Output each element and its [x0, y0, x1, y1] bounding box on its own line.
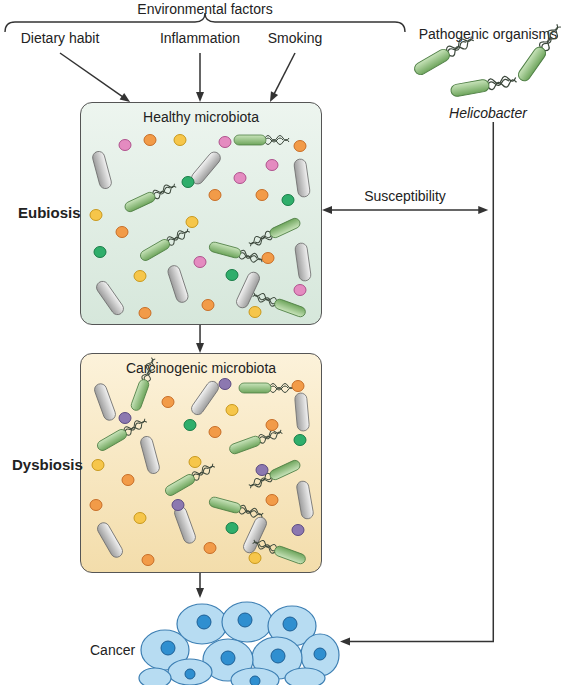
cell [203, 639, 253, 681]
flagellated-bacterium [450, 74, 517, 97]
nucleus [185, 669, 195, 679]
cell [231, 668, 279, 685]
factor-node: Smoking [260, 30, 330, 50]
pathogen-group: Pathogenic organismsHelicobacter [400, 22, 576, 122]
state-label: Dysbiosis [12, 456, 83, 474]
arrow-head [120, 93, 130, 102]
box-title: Carcinogenic microbiota [81, 360, 321, 377]
connector [340, 122, 493, 646]
organism-name: Helicobacter [400, 105, 576, 122]
arrow-head [340, 638, 350, 646]
cell [168, 659, 212, 685]
connector-line [348, 122, 493, 642]
edge-label: Susceptibility [364, 187, 446, 205]
nucleus [314, 648, 326, 660]
nucleus [221, 651, 235, 665]
arrow-head [478, 206, 488, 214]
factor-text: Dietary habit [5, 30, 115, 47]
cell [285, 668, 325, 685]
microbiota-box: Carcinogenic microbiota [80, 353, 322, 573]
nucleus [250, 676, 260, 685]
factor-text: Inflammation [150, 30, 250, 47]
connector-line [199, 53, 201, 94]
arrow-head [322, 206, 332, 214]
connector-line [199, 325, 201, 345]
nucleus [283, 617, 297, 631]
connector-line [60, 53, 124, 97]
cell-nuclei [161, 613, 326, 685]
cluster-label: Cancer [90, 642, 135, 659]
arrow-head [196, 588, 204, 598]
arrow-head [196, 343, 204, 353]
group-title: Pathogenic organisms [400, 26, 576, 43]
cell [141, 630, 189, 670]
group-heading: Environmental factors [105, 0, 305, 18]
cancer-cells [139, 602, 339, 685]
box-title: Healthy microbiota [81, 109, 321, 126]
arrow-head [196, 92, 204, 102]
nucleus [197, 615, 211, 629]
factor-node: Dietary habit [5, 30, 115, 50]
connector [270, 53, 295, 102]
connector [322, 206, 488, 214]
cancer-cluster: Cancer [90, 598, 340, 685]
factor-text: Smoking [260, 30, 330, 47]
connector [60, 53, 130, 102]
connector-line [274, 53, 295, 95]
factor-node: Inflammation [150, 30, 250, 50]
cell [252, 637, 302, 679]
connector [196, 325, 204, 353]
cell [222, 602, 272, 642]
cell [268, 606, 316, 646]
connector [196, 573, 204, 598]
microbiota-box: Healthy microbiota [80, 102, 322, 325]
nucleus [238, 613, 252, 627]
cell [177, 604, 227, 644]
state-label: Eubiosis [18, 204, 81, 222]
nucleus [161, 641, 175, 655]
cell [139, 668, 171, 685]
connector [196, 53, 204, 102]
arrow-head [270, 91, 278, 102]
nucleus [271, 649, 285, 663]
cell [301, 634, 339, 676]
connector-line [199, 573, 201, 590]
connector-line [330, 209, 480, 211]
